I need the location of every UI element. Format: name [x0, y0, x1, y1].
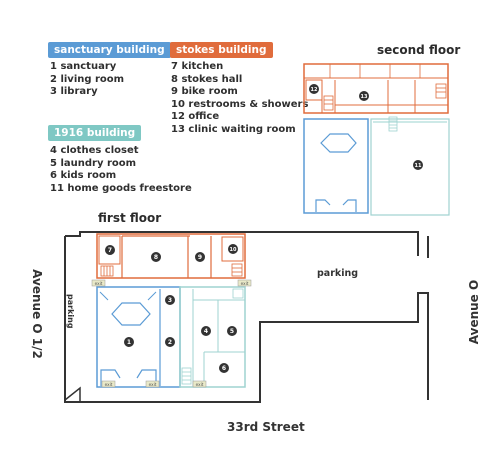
room-marker-1[interactable] [124, 337, 134, 347]
room-marker-8[interactable] [151, 252, 161, 262]
legend-item: 5 laundry room [50, 157, 137, 169]
legend-item: 2 living room [50, 73, 125, 85]
1916-legend-list: 4 clothes closet 5 laundry room 6 kids r… [50, 145, 192, 195]
1916-building-tag: 1916 building [48, 125, 142, 141]
sanctuary-legend-list: 1 sanctuary 2 living room 3 library [50, 61, 124, 99]
stairs-icon [181, 288, 244, 385]
exit-label: exit [95, 281, 103, 286]
top-wall-segments [329, 64, 421, 78]
stokes-building-tag: stokes building [170, 42, 273, 58]
sanctuary-building-tag: sanctuary building [48, 42, 171, 58]
legend-item: 9 bike room [171, 86, 238, 98]
room-marker-12[interactable] [309, 84, 319, 94]
stairs-icon [100, 263, 243, 277]
exit-marker [101, 380, 116, 388]
legend-item: 12 office [171, 111, 220, 123]
room-marker-10[interactable] [228, 244, 238, 254]
legend-item: 1 sanctuary [50, 61, 117, 72]
parking-label: parking [317, 268, 358, 279]
exit-label: exit [105, 382, 113, 387]
stairs-icon [323, 83, 447, 111]
stairs-icon [388, 116, 398, 132]
legend-item: 4 clothes closet [50, 145, 139, 156]
corner-detail [99, 291, 157, 301]
room-marker-2-label: 2 [168, 339, 172, 346]
room-marker-11[interactable] [413, 160, 423, 170]
room-7-outline [98, 235, 121, 265]
legend-item: 11 home goods freestore [50, 182, 192, 194]
parking-side-label: parking [66, 294, 75, 329]
legend-item: 6 kids room [50, 170, 117, 182]
room-marker-12-label: 12 [311, 87, 318, 93]
exit-marker [91, 279, 106, 287]
wall-detail [373, 121, 447, 123]
sanctuary-balcony-outline [303, 118, 369, 214]
stokes-legend-list: 7 kitchen 8 stokes hall 9 bike room 10 r… [171, 61, 308, 137]
1916-first-floor [179, 286, 246, 388]
room-10-outline [221, 236, 244, 262]
legend-item: 8 stokes hall [171, 73, 243, 85]
balcony-seating [315, 199, 357, 212]
room-marker-9-label: 9 [198, 254, 202, 261]
exit-marker [145, 380, 160, 388]
sanctuary-altar-shape [111, 302, 151, 326]
legend-item: 13 clinic waiting room [171, 123, 296, 135]
room-marker-3[interactable] [165, 295, 175, 305]
second-floor-plan [303, 63, 450, 216]
legend-item: 10 restrooms & showers [171, 98, 309, 110]
stokes-first-floor [96, 233, 246, 279]
street-bottom-label: 33rd Street [227, 420, 305, 434]
exit-label: exit [241, 281, 249, 286]
room-marker-13[interactable] [359, 91, 369, 101]
pew-shape [100, 369, 157, 386]
room-marker-1-label: 1 [127, 339, 131, 346]
1916-outline [179, 286, 246, 388]
room-marker-6[interactable] [219, 363, 229, 373]
exit-marker [237, 279, 252, 287]
room-marker-7[interactable] [105, 245, 115, 255]
room-11-outline [370, 118, 450, 216]
room-marker-5[interactable] [227, 326, 237, 336]
site-boundary-top [65, 231, 419, 256]
room-markers: 1 2 3 4 5 6 7 8 9 10 11 12 13 [105, 84, 423, 373]
stokes-second-floor-outline [303, 63, 449, 114]
exit-label: exit [196, 382, 204, 387]
first-floor-label: first floor [98, 211, 162, 225]
room-marker-7-label: 7 [108, 247, 112, 254]
legend-item: 7 kitchen [171, 61, 224, 72]
room-marker-11-label: 11 [415, 163, 422, 169]
room-marker-8-label: 8 [154, 254, 158, 261]
stokes-outline [96, 233, 246, 279]
exit-markers: exit exit exit exit exit [91, 279, 252, 388]
site-boundary [64, 236, 429, 403]
legend-item: 3 library [50, 86, 98, 98]
room-marker-9[interactable] [195, 252, 205, 262]
room-marker-5-label: 5 [230, 328, 234, 335]
room-marker-4[interactable] [201, 326, 211, 336]
room-marker-13-label: 13 [361, 94, 368, 100]
second-floor-label: second floor [377, 43, 461, 57]
sanctuary-balcony-shape [320, 133, 357, 153]
room-marker-6-label: 6 [222, 365, 226, 372]
exit-label: exit [149, 382, 157, 387]
room-marker-3-label: 3 [168, 297, 172, 304]
site-boundary [64, 386, 81, 402]
room-marker-4-label: 4 [204, 328, 208, 335]
room-marker-10-label: 10 [230, 247, 237, 253]
exit-marker [192, 380, 207, 388]
room-marker-2[interactable] [165, 337, 175, 347]
